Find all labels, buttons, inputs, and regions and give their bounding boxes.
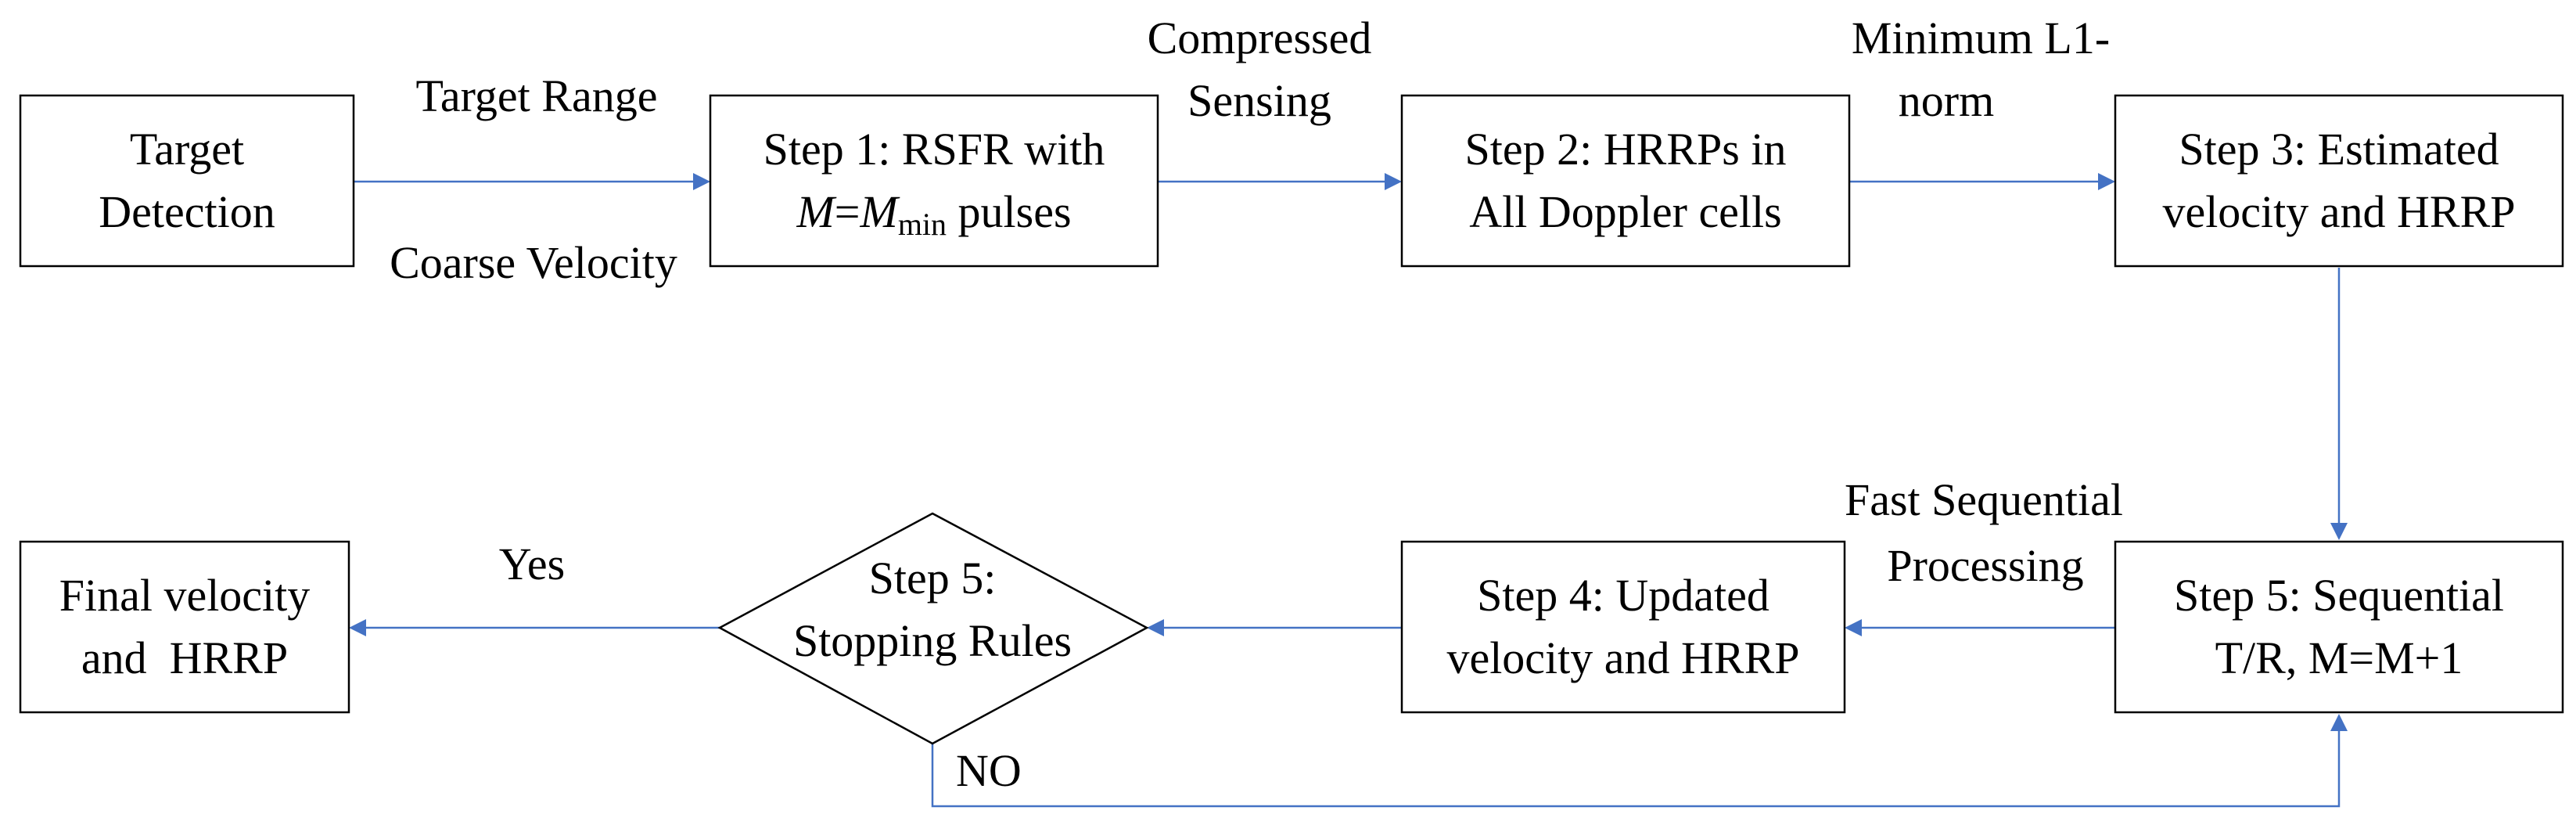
step2-line1: Step 2: HRRPs in	[1465, 124, 1787, 175]
label-coarse-velocity: Coarse Velocity	[390, 237, 677, 288]
label-min-l1-line2: norm	[1899, 75, 1994, 126]
arrowhead-final	[349, 619, 366, 636]
target-detection-line1: Target	[130, 124, 244, 175]
step5-seq-line2: T/R, M=M+1	[2215, 632, 2463, 683]
label-compressed-sensing-line2: Sensing	[1187, 75, 1331, 126]
target-detection-line2: Detection	[99, 186, 275, 237]
step2-line2: All Doppler cells	[1469, 186, 1781, 237]
label-no: NO	[956, 745, 1022, 796]
box-target-detection	[19, 94, 355, 268]
step5-stop-line1: Step 5:	[869, 553, 997, 603]
label-fast-sequential-line2: Processing	[1887, 540, 2083, 591]
node-step4: Step 4: Updated velocity and HRRP	[1400, 540, 1846, 714]
edge-labels: Target Range Coarse Velocity Compressed …	[390, 13, 2123, 796]
label-min-l1-line1: Minimum L1-	[1852, 13, 2110, 63]
step5-seq-line1: Step 5: Sequential	[2174, 570, 2504, 621]
arrowhead-decision	[1147, 619, 1164, 636]
step4-line2: velocity and HRRP	[1446, 632, 1799, 683]
label-fast-sequential-line1: Fast Sequential	[1845, 474, 2123, 525]
step3-line2: velocity and HRRP	[2162, 186, 2515, 237]
node-target-detection: Target Detection	[19, 94, 355, 268]
final-line2: and HRRP	[81, 632, 288, 683]
node-step1: Step 1: RSFR with M=Mmin pulses	[709, 94, 1159, 268]
arrowhead-step5-seq-bottom	[2330, 714, 2348, 731]
step5-stop-line2: Stopping Rules	[793, 615, 1072, 666]
box-step2	[1400, 94, 1851, 268]
arrowhead-step3	[2098, 173, 2115, 190]
step1-line2: M=Mmin pulses	[796, 186, 1071, 242]
connectors	[349, 173, 2348, 808]
diamond-step5-stopping-rules	[717, 512, 1149, 745]
edge-decision-no-loop	[931, 731, 2341, 808]
arrowhead-step2	[1385, 173, 1402, 190]
label-target-range: Target Range	[416, 70, 658, 121]
step1-line1: Step 1: RSFR with	[763, 124, 1105, 175]
label-yes: Yes	[499, 539, 565, 589]
node-step5-sequential: Step 5: Sequential T/R, M=M+1	[2114, 540, 2564, 714]
node-final: Final velocity and HRRP	[19, 540, 350, 714]
node-step2: Step 2: HRRPs in All Doppler cells	[1400, 94, 1851, 268]
arrowhead-step5-seq-top	[2330, 523, 2348, 540]
step3-line1: Step 3: Estimated	[2179, 124, 2499, 175]
final-line1: Final velocity	[59, 570, 311, 621]
step4-line1: Step 4: Updated	[1477, 570, 1769, 621]
box-step1	[709, 94, 1159, 268]
box-final	[19, 540, 350, 714]
arrowhead-step1	[693, 173, 710, 190]
box-step5-sequential	[2114, 540, 2564, 714]
arrowhead-step4	[1845, 619, 1862, 636]
node-step5-stopping-rules: Step 5: Stopping Rules	[717, 512, 1149, 745]
box-step4	[1400, 540, 1846, 714]
label-compressed-sensing-line1: Compressed	[1148, 13, 1372, 63]
node-step3: Step 3: Estimated velocity and HRRP	[2114, 94, 2564, 268]
box-step3	[2114, 94, 2564, 268]
